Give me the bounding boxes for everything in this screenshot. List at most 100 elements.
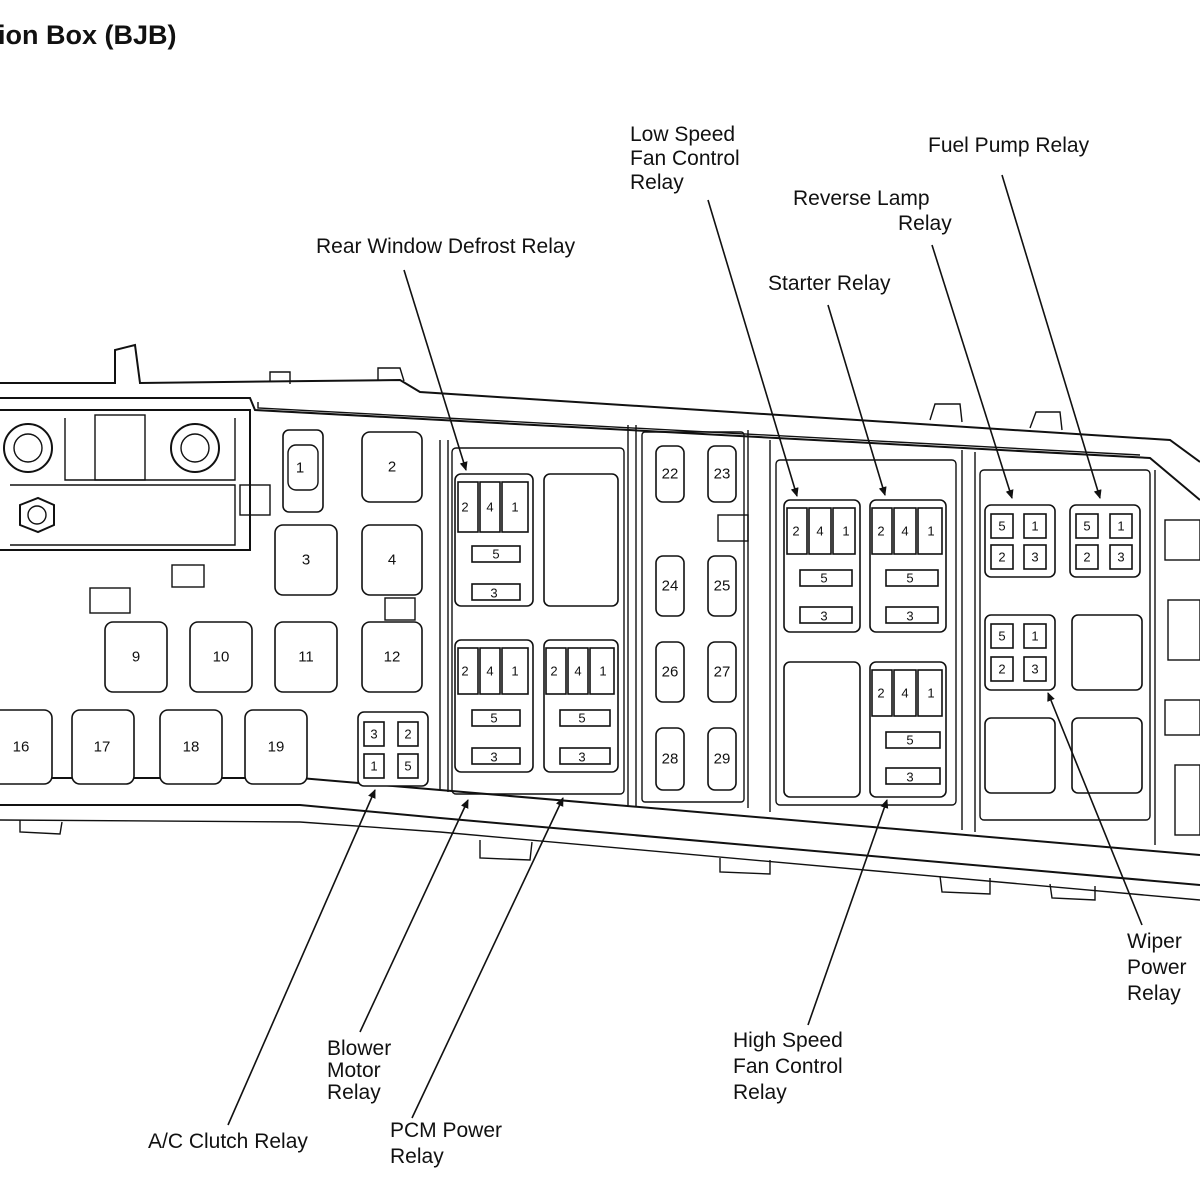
svg-text:Low Speed: Low Speed	[630, 123, 735, 146]
svg-text:2: 2	[404, 727, 411, 742]
callout-fuel-pump: Fuel Pump Relay	[928, 134, 1102, 499]
svg-text:Power: Power	[1127, 956, 1187, 979]
svg-text:4: 4	[486, 664, 493, 679]
svg-text:A/C Clutch Relay: A/C Clutch Relay	[148, 1130, 308, 1153]
svg-text:5: 5	[404, 759, 411, 774]
svg-text:2: 2	[877, 524, 884, 539]
svg-text:3: 3	[370, 727, 377, 742]
fuse-22: 22	[655, 445, 685, 503]
svg-text:4: 4	[574, 664, 581, 679]
svg-text:2: 2	[461, 664, 468, 679]
fuse-12-number: 12	[384, 649, 401, 666]
callout-high-speed-fan: High Speed Fan Control Relay	[733, 799, 889, 1104]
fuse-10: 10	[189, 621, 253, 693]
fuse-26: 26	[655, 641, 685, 703]
svg-text:Blower: Blower	[327, 1037, 391, 1060]
svg-text:Fan Control: Fan Control	[733, 1055, 843, 1078]
fuse-2-number: 2	[388, 459, 396, 476]
svg-text:3: 3	[906, 770, 913, 785]
svg-text:24: 24	[662, 578, 679, 595]
callout-low-speed-fan: Low Speed Fan Control Relay	[630, 123, 799, 497]
right-edge-connectors	[1164, 519, 1200, 836]
fuse-19-number: 19	[268, 739, 285, 756]
fuse-29: 29	[707, 727, 737, 791]
callout-pcm-power: PCM Power Relay	[390, 797, 564, 1168]
svg-text:Rear Window Defrost Relay: Rear Window Defrost Relay	[316, 235, 576, 258]
svg-text:Relay: Relay	[327, 1081, 381, 1104]
callout-reverse-lamp: Reverse Lamp Relay	[793, 187, 1014, 499]
svg-text:Reverse Lamp: Reverse Lamp	[793, 187, 930, 210]
svg-text:1: 1	[842, 524, 849, 539]
fuel-pump-relay-block: 5 1 2 3	[1069, 504, 1141, 578]
fuse-3: 3	[274, 524, 338, 596]
empty-relay-slot	[543, 473, 619, 607]
empty-relay-slot	[984, 717, 1056, 794]
fuse-12: 12	[361, 621, 423, 693]
svg-text:5: 5	[578, 711, 585, 726]
svg-text:23: 23	[714, 466, 731, 483]
svg-text:3: 3	[578, 750, 585, 765]
fuse-1-number: 1	[296, 460, 304, 477]
fuse-9: 9	[104, 621, 168, 693]
svg-text:2: 2	[461, 500, 468, 515]
callout-rear-defrost: Rear Window Defrost Relay	[316, 235, 576, 471]
fuse-3-number: 3	[302, 552, 310, 569]
mini-fuse-column: 22 23 24 25 26 27 28 29	[655, 445, 749, 791]
fuse-18-number: 18	[183, 739, 200, 756]
fuse-9-number: 9	[132, 649, 140, 666]
svg-text:1: 1	[599, 664, 606, 679]
svg-text:Relay: Relay	[390, 1145, 444, 1168]
svg-text:5: 5	[906, 571, 913, 586]
svg-text:5: 5	[1083, 519, 1090, 534]
callout-ac-clutch: A/C Clutch Relay	[148, 789, 376, 1153]
fuse-28: 28	[655, 727, 685, 791]
fuse-11-number: 11	[298, 649, 314, 666]
svg-text:2: 2	[998, 662, 1005, 677]
svg-text:5: 5	[998, 629, 1005, 644]
fuse-24: 24	[655, 555, 685, 617]
fuse-4-number: 4	[388, 552, 396, 569]
svg-text:High Speed: High Speed	[733, 1029, 843, 1052]
starter-relay-block: 2 4 1 5 3	[869, 499, 947, 633]
svg-text:1: 1	[1031, 629, 1038, 644]
svg-text:5: 5	[998, 519, 1005, 534]
svg-text:Starter Relay: Starter Relay	[768, 272, 891, 295]
fuse-23: 23	[707, 445, 737, 503]
fuse-17-number: 17	[94, 739, 111, 756]
svg-text:5: 5	[492, 547, 499, 562]
svg-text:Wiper: Wiper	[1127, 930, 1182, 953]
svg-text:1: 1	[927, 524, 934, 539]
empty-relay-slot	[783, 661, 861, 798]
ac-clutch-relay-block: 3 2 1 5	[357, 711, 429, 787]
svg-text:4: 4	[816, 524, 823, 539]
svg-text:28: 28	[662, 751, 679, 768]
power-stud-area	[0, 409, 271, 614]
fuse-4: 4	[361, 524, 423, 596]
svg-text:3: 3	[820, 609, 827, 624]
housing-outline	[0, 343, 1200, 901]
svg-text:1: 1	[927, 686, 934, 701]
svg-text:3: 3	[906, 609, 913, 624]
svg-text:25: 25	[714, 578, 731, 595]
svg-text:4: 4	[901, 686, 908, 701]
svg-text:Fan Control: Fan Control	[630, 147, 740, 170]
svg-text:4: 4	[901, 524, 908, 539]
page-title: ion Box (BJB)	[0, 20, 177, 50]
fuse-2: 2	[361, 431, 423, 503]
fuse-16-number: 16	[13, 739, 30, 756]
callout-wiper-power: Wiper Power Relay	[1047, 692, 1187, 1005]
svg-text:1: 1	[1117, 519, 1124, 534]
svg-text:3: 3	[1031, 662, 1038, 677]
fuse-10-number: 10	[213, 649, 230, 666]
fuse-1: 1	[282, 429, 324, 513]
svg-text:2: 2	[877, 686, 884, 701]
reverse-lamp-relay-block: 5 1 2 3	[984, 504, 1056, 578]
svg-text:Motor: Motor	[327, 1059, 381, 1082]
svg-text:2: 2	[792, 524, 799, 539]
svg-text:2: 2	[998, 550, 1005, 565]
svg-text:2: 2	[1083, 550, 1090, 565]
svg-text:3: 3	[490, 586, 497, 601]
svg-text:26: 26	[662, 664, 679, 681]
svg-text:4: 4	[486, 500, 493, 515]
